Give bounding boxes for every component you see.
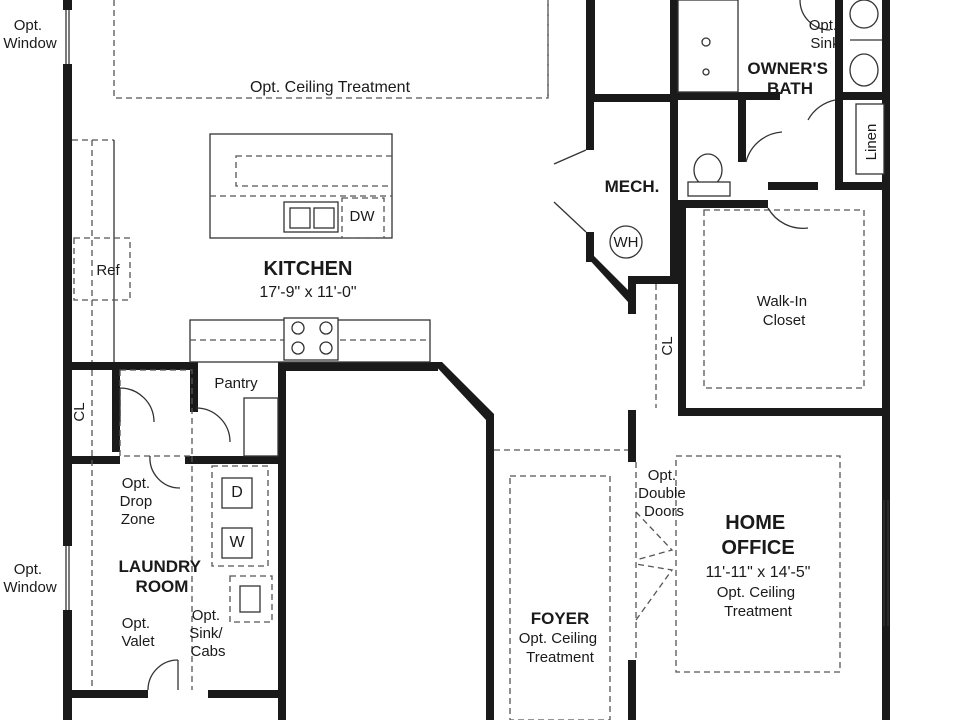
foyer-ceiling-label: Opt. Ceiling Treatment [519,630,602,666]
cl-right-label: CL [659,336,676,355]
labels: Opt. Window Opt. Window Opt. Ceiling Tre… [3,17,880,666]
laundry-sink [229,575,273,623]
opt-window-top-label: Opt. Window [3,17,57,52]
washer [221,527,253,559]
door-swings [119,0,836,691]
opt-valet-label: Opt. Valet [121,615,155,650]
pantry-label: Pantry [214,375,258,392]
kitchen-title: KITCHEN [264,258,353,280]
bath-sink-2 [849,53,879,87]
opt-ceiling-top-label: Opt. Ceiling Treatment [250,79,411,96]
linen-label: Linen [863,124,880,161]
home-office-label: HOME OFFICE [721,512,794,559]
office-dims: 11'-11" x 14'-5" [706,564,811,581]
linen-closet [855,103,885,175]
dryer-label: D [231,484,243,501]
cl-left-label: CL [71,402,88,421]
opt-sink-cabs-label: Opt. Sink/ Cabs [189,607,227,660]
opt-sink-bath-label: Opt. Sink [809,17,842,52]
fixtures [73,0,889,626]
owners-bath-label: OWNER'S BATH [747,59,832,98]
dryer [221,477,253,509]
water-heater [609,225,643,259]
toilet [693,153,723,187]
opt-double-doors-label: Opt. Double Doors [638,467,690,520]
opt-window-left-label: Opt. Window [3,561,57,596]
dw-label: DW [350,208,376,225]
wh-label: WH [614,234,639,251]
refrigerator [73,237,131,301]
pantry-shelf [243,397,279,457]
walls [63,0,890,720]
laundry-room-label: LAUNDRY ROOM [119,557,206,596]
bath-sink [849,0,879,29]
mech-label: MECH. [605,177,660,196]
ref-label: Ref [96,262,120,279]
walkin-closet-label: Walk-In Closet [757,293,811,329]
washer-label: W [229,534,245,551]
opt-drop-zone-label: Opt. Drop Zone [120,475,157,528]
kitchen-dims: 17'-9" x 11'-0" [259,284,356,301]
foyer-label: FOYER [531,609,590,628]
office-ceiling-label: Opt. Ceiling Treatment [717,584,800,620]
